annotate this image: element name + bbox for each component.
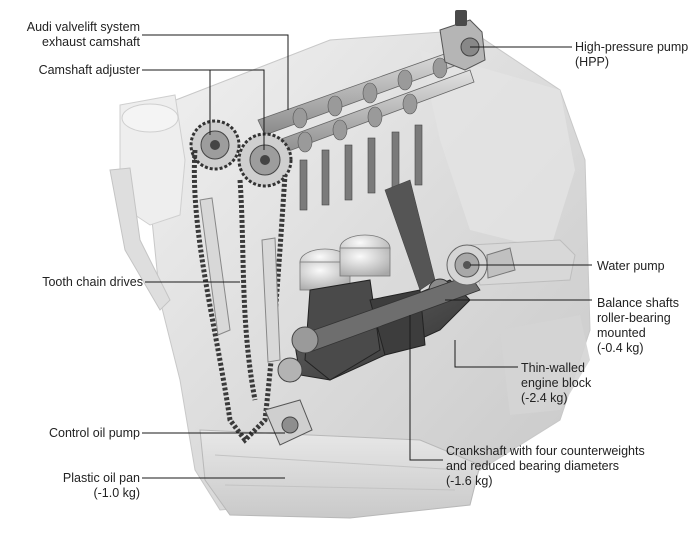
balance-shaft (291, 274, 481, 354)
camshaft-adjusters (189, 119, 293, 188)
label-line: Crankshaft with four counterweights (446, 444, 645, 458)
label-line: Control oil pump (48, 426, 140, 440)
label-line: roller-bearing (597, 311, 671, 325)
leader-crankshaft (409, 315, 443, 461)
control-oil-pump (264, 399, 313, 446)
high-pressure-pump (439, 10, 486, 71)
label-camshaft-adjuster: Camshaft adjuster (39, 63, 140, 78)
label-line: and reduced bearing diameters (446, 459, 620, 473)
label-oil-pan: Plastic oil pan (-1.0 kg) (63, 471, 140, 501)
label-line: engine block (521, 376, 592, 390)
label-control-oil-pump: Control oil pump (49, 426, 140, 441)
label-line: Audi valvelift system (26, 20, 140, 34)
label-line: (-1.0 kg) (93, 486, 140, 500)
leader-engine-block (454, 340, 518, 368)
label-line: (-1.6 kg) (446, 474, 493, 488)
label-line: exhaust camshaft (42, 35, 140, 49)
tooth-chain (191, 149, 288, 444)
label-line: (HPP) (575, 55, 610, 69)
label-line: mounted (597, 326, 646, 340)
leader-cam-adjuster-b (142, 69, 265, 150)
label-engine-block: Thin-walled engine block (-2.4 kg) (521, 361, 591, 406)
label-line: Camshaft adjuster (38, 63, 140, 77)
water-pump (446, 244, 516, 286)
label-line: Plastic oil pan (62, 471, 140, 485)
label-line: High-pressure pump (575, 40, 689, 54)
pistons (299, 234, 391, 291)
chain-guides (199, 197, 281, 363)
label-line: (-0.4 kg) (597, 341, 644, 355)
label-water-pump: Water pump (597, 259, 665, 274)
label-line: Balance shafts (597, 296, 679, 310)
label-crankshaft: Crankshaft with four counterweights and … (446, 444, 645, 489)
label-line: Tooth chain drives (42, 275, 143, 289)
label-line: Water pump (597, 259, 665, 273)
leader-valvelift (142, 34, 289, 110)
leader-lines (142, 34, 592, 479)
crank-sprocket (277, 357, 303, 383)
label-line: Thin-walled (521, 361, 585, 375)
label-tooth-chain: Tooth chain drives (42, 275, 143, 290)
label-line: (-2.4 kg) (521, 391, 568, 405)
label-hpp: High-pressure pump (HPP) (575, 40, 688, 70)
label-balance-shafts: Balance shafts roller-bearing mounted (-… (597, 296, 679, 356)
label-valvelift: Audi valvelift system exhaust camshaft (27, 20, 140, 50)
valve-train (299, 124, 436, 291)
